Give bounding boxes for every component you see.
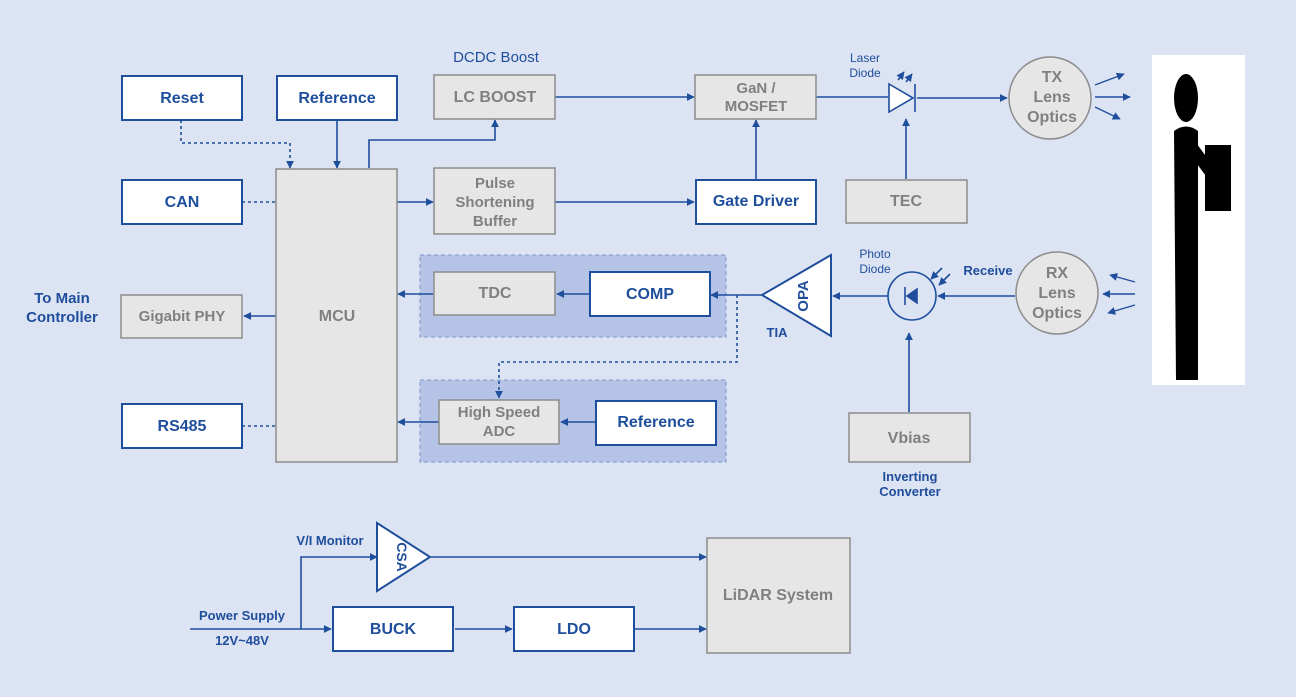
block-buck: BUCK [332, 606, 454, 652]
pulse-label-line3: Buffer [473, 213, 517, 230]
block-lc-boost: LC BOOST [433, 74, 556, 120]
reset-label: Reset [160, 90, 204, 107]
tec-label: TEC [890, 193, 922, 210]
pulse-label-line2: Shortening [455, 194, 534, 211]
gan-label-line2: MOSFET [725, 98, 788, 115]
rs485-label: RS485 [158, 418, 207, 435]
ldo-label: LDO [557, 621, 591, 638]
lidar-system-label: LiDAR System [723, 587, 833, 604]
laser-diode-icon [888, 71, 916, 114]
receive-label: Receive [963, 263, 1012, 278]
power-supply-label: Power Supply [199, 608, 286, 623]
inverting-label-line2: Converter [879, 484, 940, 499]
comp-label: COMP [626, 286, 674, 303]
voltage-range-label: 12V~48V [215, 633, 269, 648]
laser-diode-label-line2: Diode [849, 66, 881, 80]
adc-label-line1: High Speed [458, 404, 541, 421]
buck-label: BUCK [370, 621, 417, 638]
connectors [180, 93, 1015, 633]
block-pulse-buffer: Pulse Shortening Buffer [433, 167, 556, 235]
tx-emission-arrows [1094, 72, 1131, 120]
csa-label: CSA [394, 542, 410, 572]
tx-label-line2: Lens [1033, 89, 1070, 106]
block-high-speed-adc: High Speed ADC [438, 399, 560, 445]
photo-diode-label-line2: Diode [859, 262, 891, 276]
tdc-label: TDC [479, 285, 512, 302]
laser-diode-label-line1: Laser [850, 51, 880, 65]
pulse-label-line1: Pulse [475, 175, 515, 192]
tx-label-line1: TX [1042, 69, 1063, 86]
photo-diode-label-line1: Photo [859, 247, 891, 261]
block-rs485: RS485 [121, 403, 243, 449]
block-comp: COMP [589, 271, 711, 317]
opa-to-adc-line [495, 295, 738, 399]
tx-lens-optics: TX Lens Optics [1008, 56, 1092, 140]
block-can: CAN [121, 179, 243, 225]
rx-label-line2: Lens [1038, 285, 1075, 302]
power-to-csa-line [300, 553, 378, 629]
block-ldo: LDO [513, 606, 635, 652]
mcu-label: MCU [319, 308, 355, 325]
opa-amplifier: OPA [760, 253, 832, 338]
reference-top-label: Reference [298, 90, 375, 107]
dcdc-boost-label: DCDC Boost [453, 49, 540, 66]
block-reference-adc: Reference [595, 400, 717, 446]
block-tec: TEC [845, 179, 968, 224]
gate-driver-label: Gate Driver [713, 193, 799, 210]
to-main-label-line1: To Main [34, 290, 90, 307]
block-mcu: MCU [275, 168, 398, 463]
reference-adc-label: Reference [617, 414, 694, 431]
csa-amplifier: CSA [376, 521, 432, 593]
rx-lens-optics: RX Lens Optics [1015, 251, 1099, 335]
reset-to-mcu-line [180, 120, 294, 169]
person-icon [1152, 55, 1245, 385]
gigabit-phy-label: Gigabit PHY [139, 308, 226, 325]
block-gan-mosfet: GaN / MOSFET [694, 74, 817, 120]
vi-monitor-label: V/I Monitor [296, 533, 363, 548]
photo-diode-icon [887, 267, 951, 321]
to-main-label-line2: Controller [26, 309, 98, 326]
tx-label-line3: Optics [1027, 109, 1077, 126]
block-reference-top: Reference [276, 75, 398, 121]
block-vbias: Vbias [848, 412, 971, 463]
block-reset: Reset [121, 75, 243, 121]
tia-label: TIA [767, 325, 789, 340]
rx-incoming-arrows [1102, 273, 1136, 315]
rx-label-line3: Optics [1032, 305, 1082, 322]
block-gigabit-phy: Gigabit PHY [120, 294, 243, 339]
block-gate-driver: Gate Driver [695, 179, 817, 225]
inverting-label-line1: Inverting [883, 469, 938, 484]
rx-label-line1: RX [1046, 265, 1069, 282]
can-label: CAN [165, 194, 200, 211]
adc-label-line2: ADC [483, 423, 516, 440]
gan-label-line1: GaN / [736, 80, 776, 97]
lc-boost-label: LC BOOST [454, 89, 537, 106]
block-lidar-system: LiDAR System [706, 537, 851, 654]
mcu-to-lcboost-line [368, 119, 499, 168]
opa-label: OPA [795, 280, 812, 312]
block-tdc: TDC [433, 271, 556, 316]
vbias-label: Vbias [888, 430, 931, 447]
